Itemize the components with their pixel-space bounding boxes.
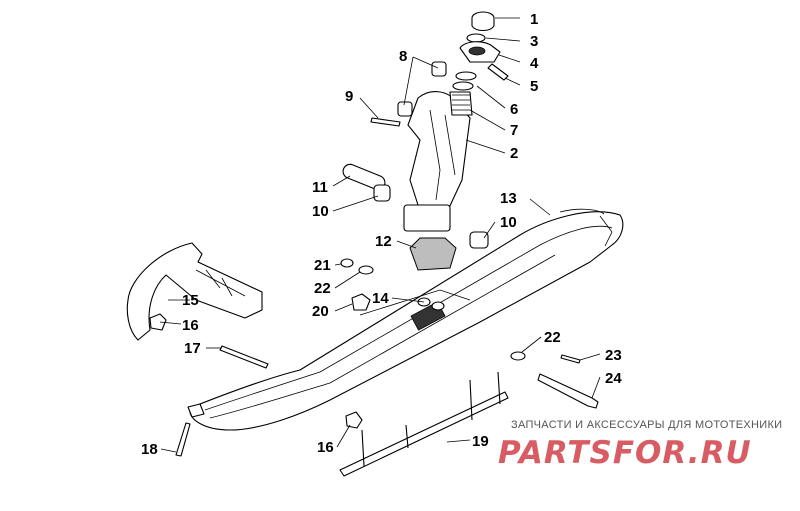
callout-7: 7 (510, 122, 518, 139)
bushing-part-10a (373, 184, 391, 202)
watermark-brand: PARTSFOR.RU (498, 435, 752, 471)
cap-part-1 (471, 11, 495, 32)
callout-13: 13 (500, 190, 517, 207)
bolt-part-17 (219, 345, 269, 369)
callout-4: 4 (530, 55, 539, 72)
callout-11: 11 (312, 179, 328, 196)
bolt-part-9 (370, 117, 401, 127)
nut-part-16a (149, 313, 167, 331)
callout-21: 21 (314, 257, 331, 274)
callout-1: 1 (530, 11, 538, 28)
bushing-part-8 (397, 61, 447, 117)
washer-part-22b (510, 351, 526, 361)
callout-12: 12 (375, 233, 392, 250)
callout-8: 8 (399, 48, 407, 65)
callout-24: 24 (605, 370, 622, 387)
leader-lines (159, 17, 601, 453)
washer-part-6b (452, 81, 474, 91)
washer-part-3 (466, 33, 486, 43)
callout-6: 6 (510, 101, 518, 118)
bolt-part-5 (487, 63, 509, 81)
callout-2: 2 (510, 145, 518, 162)
nut-part-16b (345, 411, 363, 429)
callout-22b: 22 (544, 329, 561, 346)
callout-3: 3 (530, 33, 538, 50)
callout-17: 17 (184, 340, 201, 357)
ski-body (187, 208, 624, 431)
callout-16a: 16 (182, 317, 199, 334)
callout-19: 19 (472, 433, 489, 450)
callout-16b: 16 (317, 439, 334, 456)
callout-10b: 10 (500, 214, 517, 231)
bolt-part-24 (537, 373, 599, 409)
pad-part-12 (409, 237, 457, 271)
pin-part-23 (560, 354, 581, 364)
callout-10a: 10 (312, 203, 329, 220)
nut-part-21 (340, 258, 354, 268)
callout-22a: 22 (314, 280, 331, 297)
callout-9: 9 (345, 88, 353, 105)
callout-18: 18 (141, 441, 158, 458)
handle-part-15 (126, 242, 263, 341)
wear-bar-part-19 (339, 371, 509, 477)
callout-20: 20 (312, 303, 329, 320)
washer-part-22a (358, 265, 374, 275)
watermark: ЗАПЧАСТИ И АКСЕССУАРЫ ДЛЯ МОТОТЕХНИКИ PA… (498, 419, 782, 471)
bolt-part-18 (175, 422, 191, 457)
callout-15: 15 (182, 292, 199, 309)
bushing-part-10b (469, 231, 489, 249)
watermark-subtitle: ЗАПЧАСТИ И АКСЕССУАРЫ ДЛЯ МОТОТЕХНИКИ (511, 419, 782, 431)
callout-5: 5 (530, 78, 538, 95)
nut-part-20 (351, 293, 371, 311)
callout-14: 14 (372, 290, 389, 307)
spindle-assembly (403, 91, 473, 232)
callout-labels: 1 2 3 4 5 6 7 8 9 10 10 11 12 13 14 15 1… (141, 11, 622, 458)
washer-part-6a (455, 71, 477, 81)
steering-arm-part-4 (459, 41, 501, 63)
callout-23: 23 (605, 347, 622, 364)
